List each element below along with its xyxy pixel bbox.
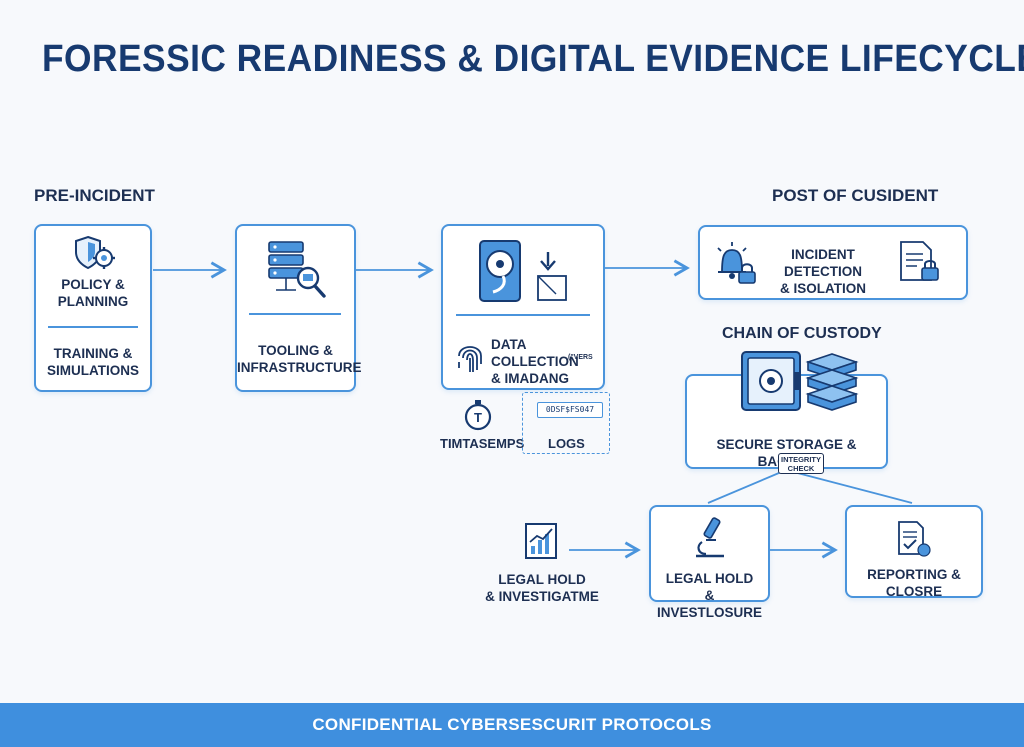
tooling-infrastructure-card[interactable] [235, 224, 356, 392]
card-divider [48, 326, 138, 328]
document-lock-icon [900, 241, 939, 281]
collection-tag: ("VERS [568, 354, 593, 361]
training-simulations-label: TRAINING & SIMULATIONS [47, 346, 139, 378]
report-check-icon [898, 521, 931, 557]
legal-hold-center-label: LEGAL HOLD & INVESTLOSURE [656, 571, 762, 620]
svg-text:T: T [474, 410, 482, 425]
page-title: FORESSIC READINESS & DIGITAL EVIDENCE LI… [42, 38, 1024, 80]
data-collection-label: DATA COLLECTION & IMADANG [491, 337, 579, 386]
footer-banner: CONFIDENTIAL CYBERSESCURIT PROTOCOLS [0, 703, 1024, 747]
integrity-check-badge: INTEGRITY CHECK [778, 453, 824, 474]
hash-value: 0DSF$FS047 [537, 402, 603, 418]
hard-drive-icon [479, 240, 521, 302]
lock-icon [738, 263, 756, 284]
microscope-icon [696, 517, 724, 558]
phase-post-incident: POST OF CUSIDENT [772, 186, 939, 205]
shield-gear-icon [75, 235, 115, 270]
legal-hold-left-label: LEGAL HOLD & INVESTIGATME [485, 572, 599, 604]
reporting-label: REPORTING & CLOSRE [867, 567, 961, 599]
incident-detection-label: INCIDENT DETECTION & ISOLATION [780, 247, 866, 296]
branch-to-legal [707, 469, 787, 504]
tooling-label: TOOLING & INFRASTRUCTURE [237, 343, 362, 375]
timestamps-label: TIMTASEMPS [440, 436, 525, 451]
chart-icon [525, 523, 557, 559]
safe-icon [741, 351, 801, 411]
policy-planning-label: POLICY & PLANNING [57, 277, 129, 309]
card-divider [456, 314, 590, 316]
fingerprint-icon [458, 346, 482, 372]
server-stack-icon [805, 353, 859, 411]
download-icon [537, 252, 567, 301]
logs-panel [522, 392, 610, 454]
stopwatch-icon: T [464, 400, 492, 431]
legal-hold-card[interactable] [649, 505, 770, 602]
branch-to-reporting [785, 469, 913, 504]
logs-label: LOGS [548, 436, 585, 451]
card-divider [249, 313, 341, 315]
phase-pre-incident: PRE-INCIDENT [34, 186, 155, 205]
server-magnifier-icon [268, 241, 326, 298]
alarm-bell-icon [717, 242, 747, 279]
data-collection-card[interactable] [441, 224, 605, 390]
chain-of-custody-title: CHAIN OF CUSTODY [722, 325, 882, 342]
